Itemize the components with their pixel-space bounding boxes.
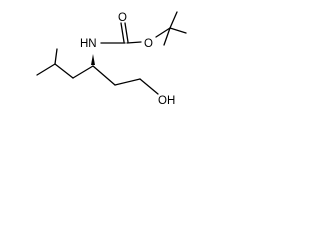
- bond-tbu-top: [169, 11, 178, 29]
- bonds: [36, 11, 187, 95]
- bond-tbu-bottom: [163, 27, 171, 46]
- bond-wedge: [91, 54, 95, 65]
- bond-chiral-ch2-right: [92, 65, 116, 86]
- bond-c-o-double-1: [120, 22, 125, 43]
- structure-diagram: HN O O OH: [36, 11, 187, 107]
- atom-labels: HN O O OH: [80, 12, 175, 107]
- bond-ch2-oh: [139, 78, 159, 95]
- bond-isopropyl-methyl-left: [36, 63, 56, 76]
- atom-label-oxygen-ester: O: [144, 38, 153, 50]
- bond-ch2-ch2: [114, 78, 141, 86]
- atom-label-oxygen-carbonyl: O: [118, 12, 127, 24]
- bond-c-o-ester: [126, 41, 142, 44]
- atom-label-hn: HN: [80, 38, 97, 50]
- bond-o-tbu: [155, 27, 171, 38]
- atom-label-hydroxyl: OH: [158, 95, 175, 107]
- bond-chiral-ch2-left: [72, 65, 94, 79]
- bond-isopropyl-methyl-up: [54, 48, 58, 65]
- bond-ch2-isopropyl: [54, 63, 74, 79]
- bond-tbu-right: [169, 27, 187, 34]
- bond-c-o-double-2: [124, 22, 129, 43]
